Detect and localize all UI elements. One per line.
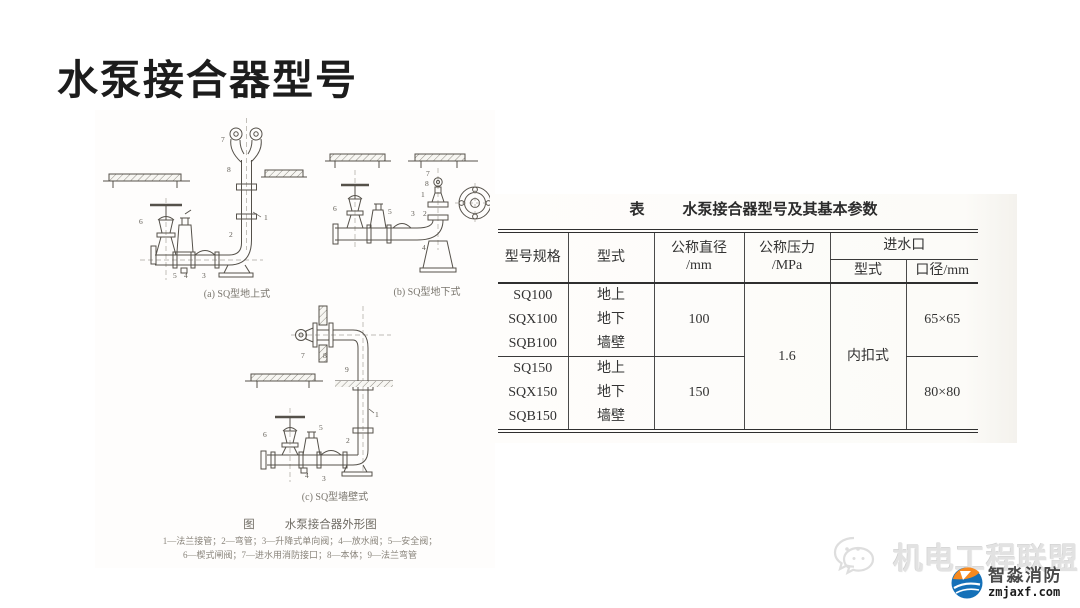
- cell-diameter-100: 100: [653, 283, 744, 357]
- cell-model: SQB100: [498, 332, 568, 357]
- table-row: SQ100 地上 100 1.6 内扣式 65×65: [498, 283, 978, 431]
- figure-legend: 1—法兰接管；2—弯管；3—升降式单向阀；4—放水阀；5—安全阀； 6—楔式闸阀…: [115, 534, 485, 562]
- col-header-inlet: 进水口: [829, 231, 978, 260]
- callout-number: 6: [333, 204, 337, 213]
- cell-type: 地下: [567, 381, 654, 405]
- table-row: SQX150 地下: [498, 381, 978, 405]
- col-header-inlet-type: 型式: [829, 259, 906, 284]
- spec-table: 型号规格 型式 公称直径 /mm 公称压力 /MPa 进水口 型式 口径/mm: [498, 229, 978, 433]
- table-title: 水泵接合器型号及其基本参数: [682, 202, 878, 218]
- figure-caption-title: 水泵接合器外形图: [284, 519, 377, 531]
- callout-number: 4: [184, 271, 188, 280]
- cell-pressure: 1.6: [743, 283, 830, 431]
- page-title: 水泵接合器型号: [57, 57, 358, 103]
- callout-number: 1: [264, 213, 268, 222]
- table-title-row: 表 水泵接合器型号及其基本参数: [490, 198, 1017, 219]
- callout-number: 8: [323, 351, 327, 360]
- cell-type: 墙壁: [567, 405, 654, 431]
- callout-number: 8: [425, 179, 429, 188]
- cell-inlet-type: 内扣式: [829, 283, 906, 431]
- diagram-sq-wall: [245, 305, 393, 482]
- figure-legend-line1: 1—法兰接管；2—弯管；3—升降式单向阀；4—放水阀；5—安全阀；: [162, 536, 438, 546]
- col-header-pressure: 公称压力 /MPa: [743, 231, 830, 284]
- figure-caption-label: 图: [243, 519, 255, 531]
- callout-number: 4: [422, 243, 426, 252]
- callout-number: 1: [421, 190, 425, 199]
- callout-number: 3: [411, 209, 415, 218]
- brand-name: 智淼消防: [988, 566, 1062, 585]
- spec-table-section: 表 水泵接合器型号及其基本参数 型号规格 型式 公称直径 /mm 公称压力: [490, 194, 1017, 443]
- callout-number: 5: [388, 207, 392, 216]
- col-header-inlet-size: 口径/mm: [905, 259, 978, 284]
- callout-number: 3: [202, 271, 206, 280]
- callout-number: 1: [375, 410, 379, 419]
- diagram-sq-underground: [325, 153, 495, 273]
- figure-drawing-svg: 7 8 1 2 6 5 4 3 7 8 1 2 3 5 6 4 7 8 9 1: [103, 118, 495, 483]
- table-row: SQ150 地上 150 80×80: [498, 356, 978, 431]
- cell-type: 地上: [567, 283, 654, 308]
- cell-inlet-size-100: 65×65: [905, 283, 978, 357]
- wechat-icon: [833, 536, 875, 576]
- callout-number: 5: [173, 271, 177, 280]
- cell-diameter-150: 150: [653, 356, 744, 431]
- figure-legend-line2: 6—楔式闸阀；7—进水用消防接口；8—本体；9—法兰弯管: [182, 550, 417, 560]
- callout-numbers: 7 8 1 2 6 5 4 3 7 8 1 2 3 5 6 4 7 8 9 1: [139, 135, 430, 483]
- watermark: 机电工程联盟: [832, 534, 1079, 578]
- cell-type: 墙壁: [567, 332, 654, 357]
- table-row: SQX100 地下: [498, 308, 978, 332]
- table-row: SQB150 墙壁: [498, 405, 978, 431]
- callout-number: 7: [426, 169, 430, 178]
- callout-number: 4: [305, 471, 309, 480]
- callout-number: 2: [346, 436, 350, 445]
- callout-number: 2: [423, 209, 427, 218]
- table-label: 表: [629, 202, 645, 218]
- subfigure-label-b: (b) SQ型地下式: [393, 287, 461, 298]
- subfigure-label-c: (c) SQ型墙壁式: [301, 492, 369, 503]
- brand-url[interactable]: zmjaxf.com: [988, 585, 1061, 599]
- cell-model: SQX100: [508, 312, 558, 328]
- col-header-form: 型式: [567, 231, 654, 284]
- brand-logo: 智淼消防 zmjaxf.com: [950, 566, 1062, 600]
- callout-number: 3: [322, 474, 326, 483]
- callout-number: 7: [221, 135, 225, 144]
- callout-number: 2: [229, 230, 233, 239]
- callout-number: 7: [301, 351, 305, 360]
- cell-model: SQ100: [513, 288, 553, 304]
- callout-number: 6: [139, 217, 143, 226]
- callout-number: 8: [227, 165, 231, 174]
- cell-model: SQB150: [508, 409, 557, 425]
- cell-type: 地下: [567, 308, 654, 332]
- callout-number: 5: [319, 423, 323, 432]
- figure-pump-coupler: 7 8 1 2 6 5 4 3 7 8 1 2 3 5 6 4 7 8 9 1: [95, 110, 495, 568]
- table-row: SQB100 墙壁: [498, 332, 978, 357]
- cell-type: 地上: [567, 356, 654, 381]
- watermark-text: 机电工程联盟: [893, 543, 1079, 576]
- zhimiao-logo-icon: [951, 567, 983, 599]
- col-header-model: 型号规格: [498, 231, 568, 284]
- callout-number: 9: [345, 365, 349, 374]
- cell-inlet-size-150: 80×80: [905, 356, 978, 431]
- cell-model: SQX150: [508, 385, 558, 401]
- callout-number: 6: [263, 430, 267, 439]
- figure-caption: 图 水泵接合器外形图: [190, 516, 430, 532]
- cell-model: SQ150: [513, 361, 553, 377]
- subfigure-label-a: (a) SQ型地上式: [203, 289, 271, 300]
- col-header-diameter: 公称直径 /mm: [653, 231, 744, 284]
- diagram-sq-above-ground: [103, 118, 307, 280]
